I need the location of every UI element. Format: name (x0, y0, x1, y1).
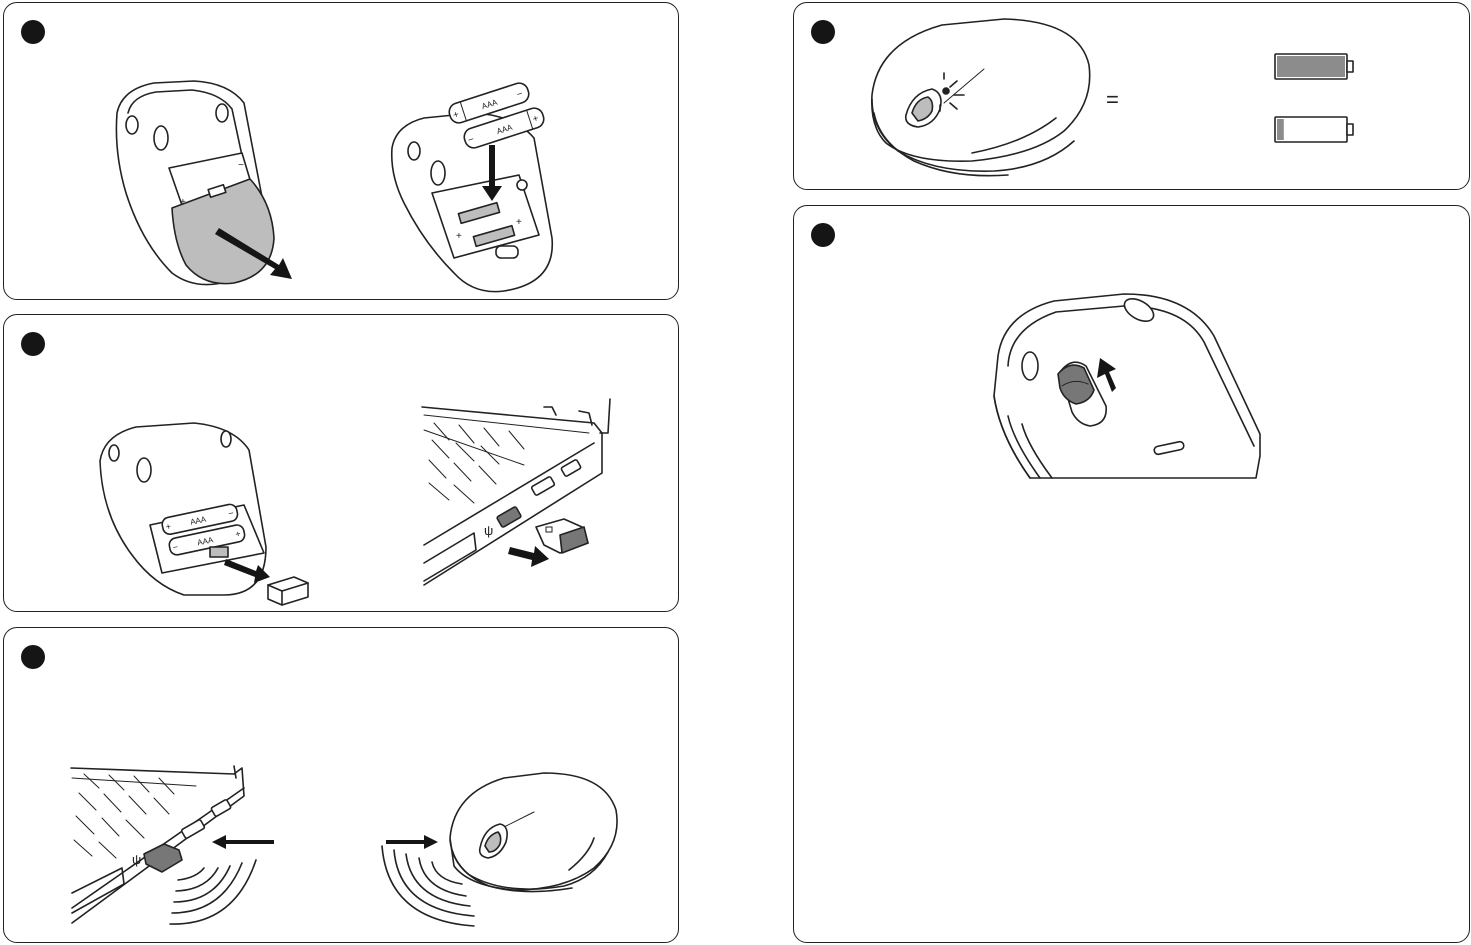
battery-level-icons (794, 3, 1471, 191)
laptop-usb-insertion-illustration: ψ (4, 315, 680, 613)
panel-step-receiver: AAA + − AAA − + (3, 314, 679, 612)
battery-insertion-illustration: + + AAA + − AAA − + (4, 3, 680, 301)
usb-receiver (536, 519, 588, 553)
mouse-power-switch-illustration (794, 206, 1471, 944)
panel-step-battery-indicator: = (793, 2, 1470, 190)
mouse-signal-illustration (4, 628, 680, 944)
battery-low-icon (1275, 117, 1353, 142)
panel-step-connect: ψ (3, 627, 679, 943)
svg-text:+: + (456, 231, 462, 242)
mouse (994, 294, 1260, 478)
svg-text:ψ: ψ (484, 523, 493, 538)
mouse (450, 773, 617, 892)
battery-full-icon (1275, 54, 1353, 79)
panel-step-power-switch (793, 205, 1470, 943)
panel-step-batteries: + − + + AAA + − AAA − + (3, 2, 679, 300)
svg-text:+: + (516, 217, 522, 228)
